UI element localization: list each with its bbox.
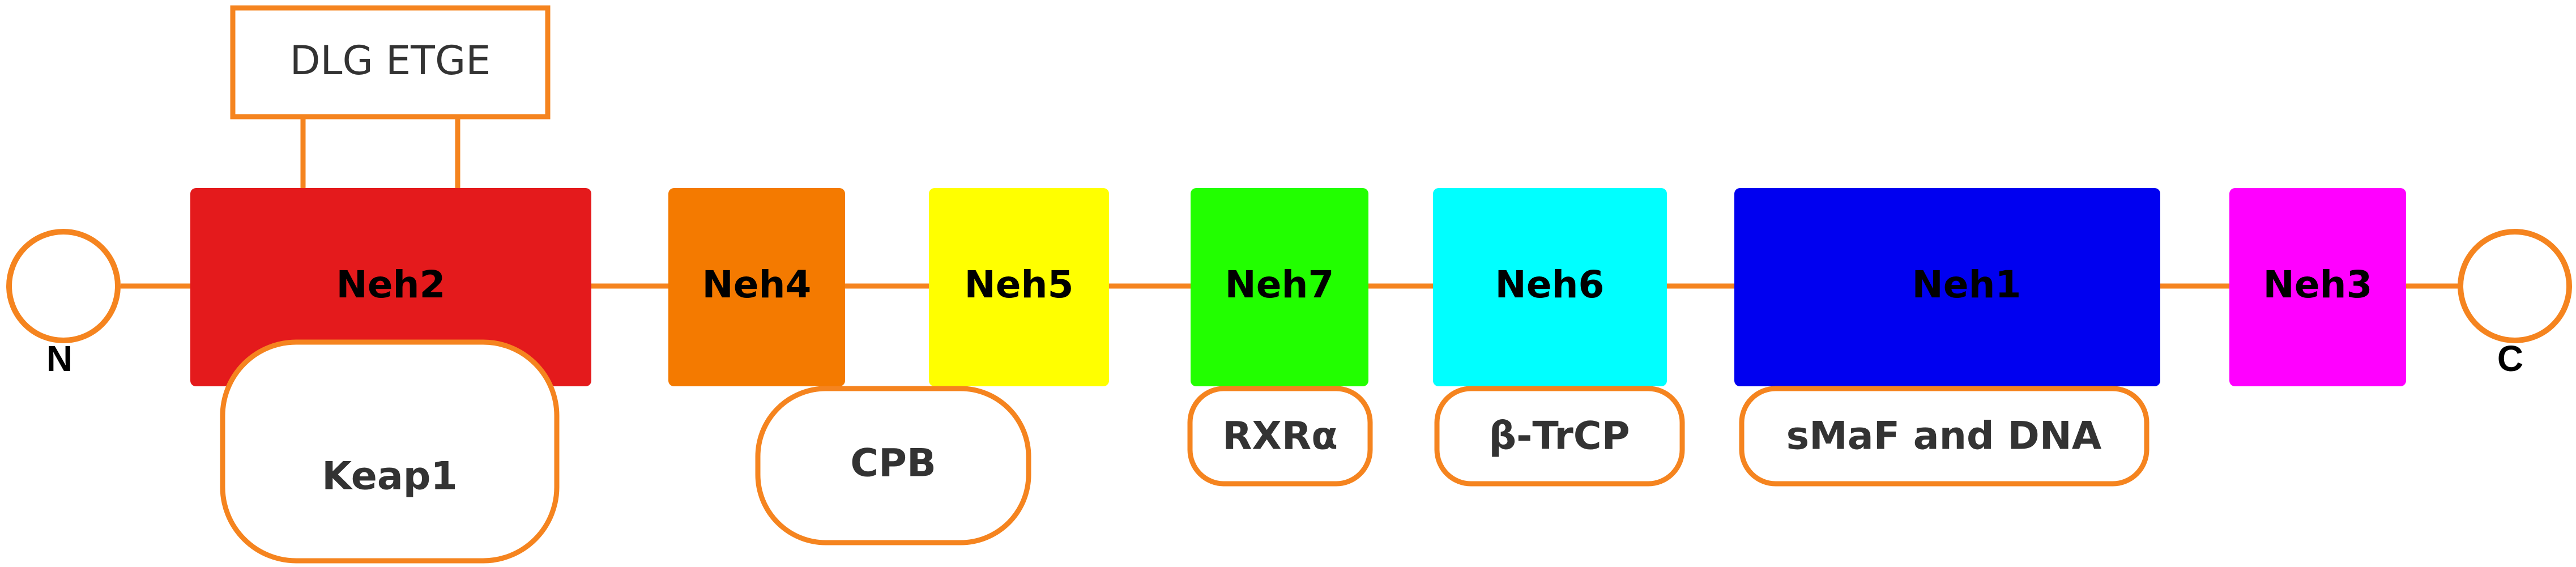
domain-neh1: Neh1: [1734, 188, 2160, 386]
partner-btrcp-border: [1434, 386, 1685, 487]
motif-box-border: [230, 5, 551, 120]
partner-btrcp: β-TrCP: [1434, 386, 1685, 487]
c-terminus: C: [2458, 229, 2572, 379]
domain-neh3: Neh3: [2229, 188, 2406, 386]
partner-cpb-border: [755, 386, 1031, 545]
c-terminus-label: C: [2497, 338, 2523, 379]
domain-neh3-label: Neh3: [2263, 263, 2373, 306]
c-terminus-circle: [2458, 229, 2572, 343]
n-terminus-label: N: [46, 338, 72, 379]
domain-neh1-label: Neh1: [1912, 263, 2021, 306]
domain-neh5: Neh5: [929, 188, 1109, 386]
domain-neh7-label: Neh7: [1225, 263, 1334, 306]
domain-neh4: Neh4: [668, 188, 845, 386]
partner-rxra: RXRα: [1187, 386, 1373, 487]
domain-neh5-label: Neh5: [965, 263, 1074, 306]
partner-keap1: Keap1: [220, 339, 560, 564]
domain-neh7: Neh7: [1191, 188, 1368, 386]
n-terminus: N: [6, 229, 121, 379]
domain-neh1-box: [1734, 188, 2160, 386]
partner-btrcp-label: β-TrCP: [1489, 414, 1630, 459]
domain-neh6-box: [1433, 188, 1667, 386]
motif-box: DLG ETGE: [230, 5, 551, 120]
partner-smaf-dna: sMaF and DNA: [1739, 386, 2149, 487]
domain-neh4-label: Neh4: [702, 263, 812, 306]
partner-keap1-border: [220, 339, 560, 564]
domain-neh5-box: [929, 188, 1109, 386]
domain-neh2-label: Neh2: [336, 263, 446, 306]
partner-smaf-dna-label: sMaF and DNA: [1786, 414, 2102, 459]
partner-cpb: CPB: [755, 386, 1031, 545]
binding-partners: Keap1 CPB RXRα β-TrCP sMaF and DNA: [220, 339, 2149, 564]
partner-rxra-label: RXRα: [1222, 414, 1338, 459]
domain-neh2-box: [190, 188, 591, 386]
partner-rxra-border: [1187, 386, 1373, 487]
motif-label: DLG ETGE: [290, 37, 491, 84]
partner-smaf-dna-border: [1739, 386, 2149, 487]
domain-neh6: Neh6: [1433, 188, 1667, 386]
n-terminus-circle: [6, 229, 121, 343]
partner-cpb-label: CPB: [850, 441, 936, 486]
domain-neh6-label: Neh6: [1495, 263, 1605, 306]
partner-keap1-label: Keap1: [322, 454, 458, 499]
domain-neh4-box: [668, 188, 845, 386]
domain-neh3-box: [2229, 188, 2406, 386]
domain-neh2: Neh2: [190, 188, 591, 386]
domains: Neh2 Neh4 Neh5 Neh7 Neh6 Neh1 Neh3: [190, 188, 2406, 386]
motif-connectors: [300, 115, 460, 188]
domain-neh7-box: [1191, 188, 1368, 386]
